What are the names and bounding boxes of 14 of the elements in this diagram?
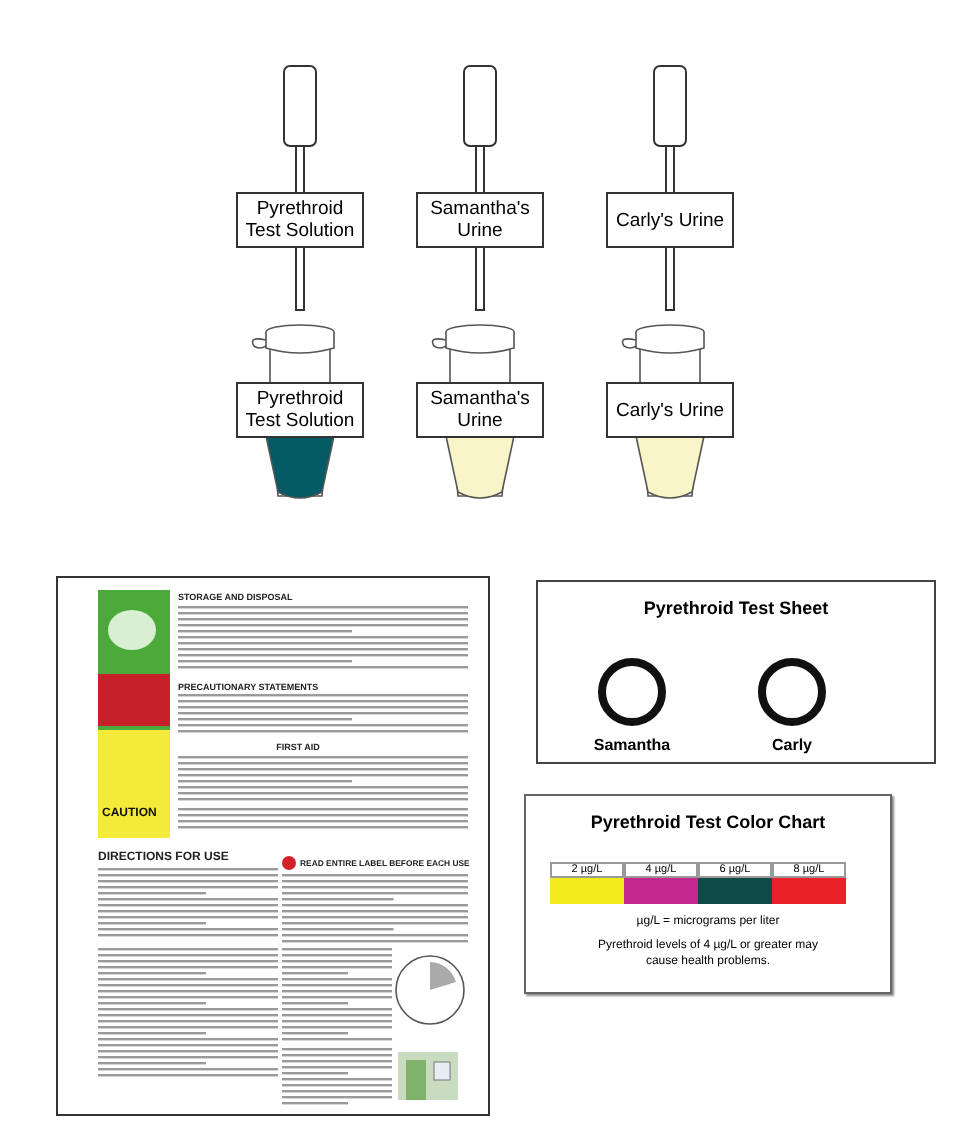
chart-title: Pyrethroid Test Color Chart [588,812,828,832]
circle-caption: Samantha [591,736,673,754]
label-tag: Carly's Urine [606,382,734,438]
color-chart [524,794,892,994]
test-sheet [536,580,936,764]
test-circle [598,658,666,726]
circle-caption: Carly [769,736,814,754]
label-tag: Carly's Urine [606,192,734,248]
label-tag: Samantha's Urine [416,192,544,248]
label-tag: Samantha's Urine [416,382,544,438]
chart-title: Pyrethroid Test Sheet [641,598,831,618]
test-circle [758,658,826,726]
label-tag: Pyrethroid Test Solution [236,192,364,248]
label-tag: Pyrethroid Test Solution [236,382,364,438]
